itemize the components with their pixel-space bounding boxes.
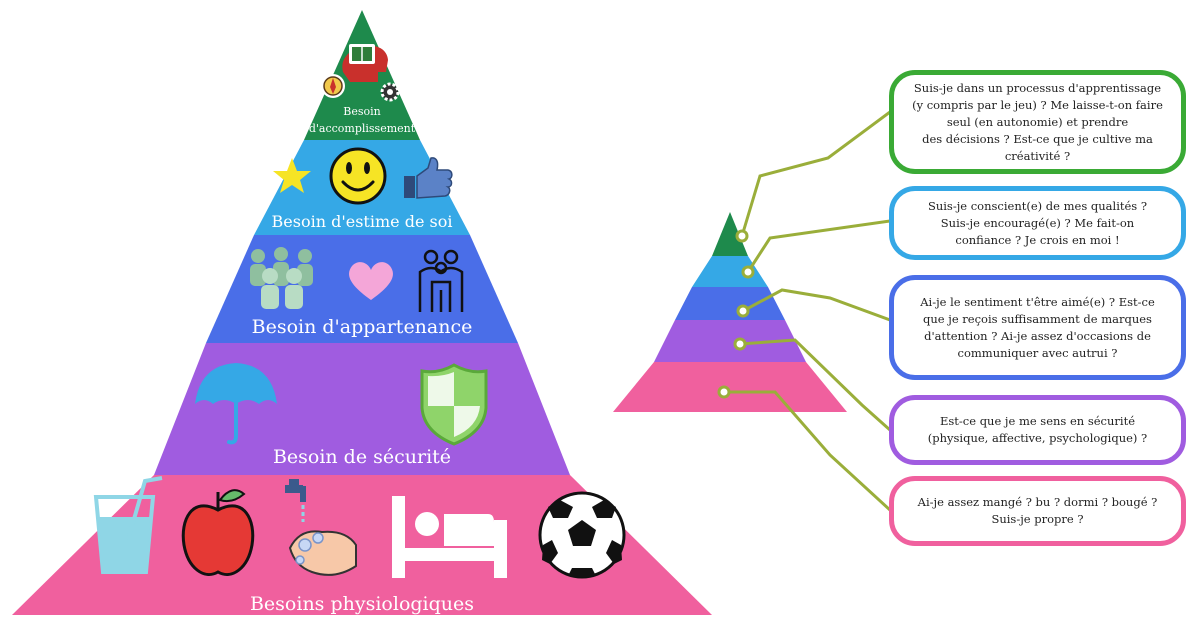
connector-securite: [739, 338, 891, 432]
connectors: [724, 110, 892, 512]
question-bubble-securite: Est-ce que je me sens en sécurité (physi…: [889, 395, 1186, 465]
heart-icon: [349, 262, 393, 300]
small-level-physiologique: [613, 362, 847, 412]
question-text-estime: Suis-je conscient(e) de mes qualités ? S…: [927, 198, 1148, 247]
glass-with-straw-icon: [93, 476, 163, 574]
question-bubble-appartenance: Ai-je le sentiment t'être aimé(e) ? Est-…: [889, 275, 1186, 380]
umbrella-icon: [195, 363, 277, 445]
gear-icon: [380, 82, 400, 102]
level-label-appartenance: Besoin d'appartenance: [252, 316, 473, 338]
thumbs-up-icon: [404, 157, 453, 199]
star-icon: [273, 158, 311, 193]
small-level-estime: [692, 256, 768, 287]
small-level-securite: [654, 320, 806, 362]
group-of-people-icon: [250, 247, 313, 309]
level-label-accomplissement-1: Besoin: [343, 105, 380, 118]
small-pyramid: [613, 212, 847, 412]
level-label-securite: Besoin de sécurité: [273, 446, 451, 468]
connector-physiologique: [724, 390, 892, 512]
small-level-accomplissement: [712, 212, 748, 256]
smiley-icon: [329, 147, 387, 205]
bed-icon: [392, 496, 507, 578]
shield-icon: [420, 363, 488, 446]
family-icon: [418, 249, 464, 312]
question-text-accomplissement: Suis-je dans un processus d'apprentissag…: [912, 80, 1163, 163]
question-bubble-accomplissement: Suis-je dans un processus d'apprentissag…: [889, 70, 1186, 174]
small-level-appartenance: [675, 287, 785, 320]
hand-washing-icon: [285, 479, 357, 576]
question-bubble-estime: Suis-je conscient(e) de mes qualités ? S…: [889, 186, 1186, 260]
connector-dots: [717, 229, 755, 399]
question-text-physiologique: Ai-je assez mangé ? bu ? dormi ? bougé ?…: [917, 495, 1158, 526]
compass-icon: [321, 74, 345, 98]
level-label-accomplissement-2: d'accomplissement: [309, 122, 416, 135]
question-text-appartenance: Ai-je le sentiment t'être aimé(e) ? Est-…: [920, 294, 1155, 360]
level-label-physiologique: Besoins physiologiques: [250, 593, 474, 615]
soccer-ball-icon: [538, 491, 626, 579]
level-physiologique: [12, 475, 712, 615]
connector-estime: [746, 219, 891, 273]
question-bubble-physiologique: Ai-je assez mangé ? bu ? dormi ? bougé ?…: [889, 476, 1186, 546]
level-label-estime: Besoin d'estime de soi: [272, 212, 453, 231]
apple-icon: [181, 489, 255, 576]
question-text-securite: Est-ce que je me sens en sécurité (physi…: [927, 414, 1148, 445]
connector-appartenance: [742, 288, 891, 322]
head-with-book-icon: [342, 44, 388, 82]
connector-accomplissement: [740, 110, 891, 237]
